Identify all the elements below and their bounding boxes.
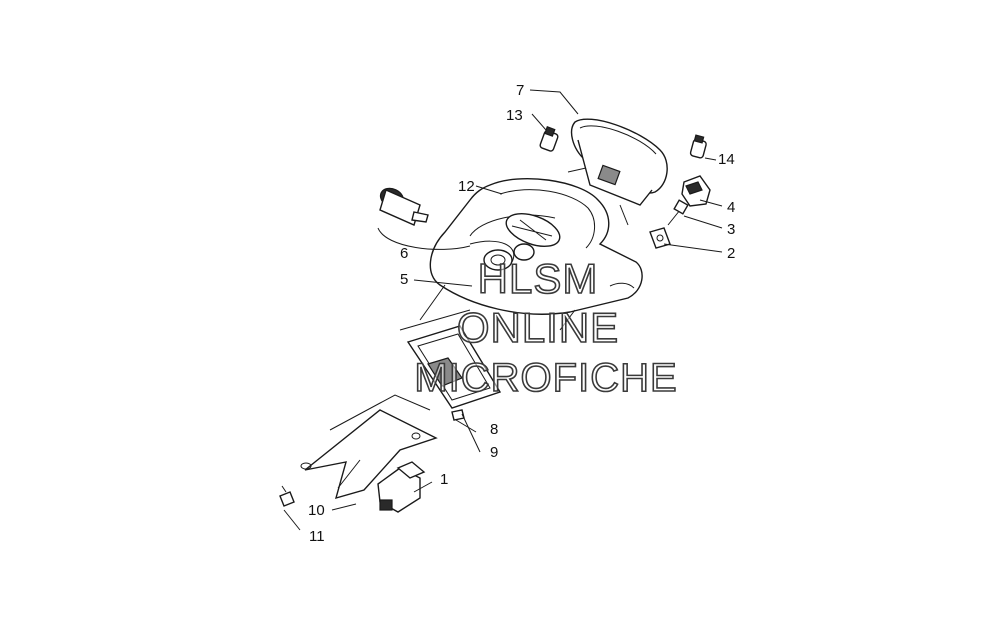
part-14-bulb-socket — [689, 134, 707, 159]
part-5-nut — [483, 243, 535, 271]
callout-13: 13 — [506, 107, 523, 124]
callout-8: 8 — [490, 421, 498, 438]
callout-6: 6 — [400, 245, 408, 262]
callout-labels: 7 13 14 4 3 2 12 6 5 8 9 1 10 11 — [308, 82, 735, 545]
part-1-ignition-switch — [377, 461, 426, 513]
callout-14: 14 — [718, 151, 735, 168]
part-3-key — [667, 199, 689, 226]
part-7-gauge — [567, 118, 668, 226]
callout-5: 5 — [400, 271, 408, 288]
part-8-cover — [399, 309, 502, 409]
callout-4: 4 — [727, 199, 735, 216]
callout-11: 11 — [309, 528, 325, 545]
part-4-switch — [681, 175, 711, 207]
part-2-bezel — [649, 227, 671, 249]
leader-lines — [283, 89, 723, 531]
callout-10: 10 — [308, 502, 325, 519]
callout-3: 3 — [727, 221, 735, 238]
callout-7: 7 — [516, 82, 524, 99]
part-12-pod-housing — [419, 178, 643, 331]
callout-2: 2 — [727, 245, 735, 262]
callout-12: 12 — [458, 178, 475, 195]
part-10-bracket — [300, 394, 438, 500]
callout-1: 1 — [440, 471, 448, 488]
callout-9: 9 — [490, 444, 498, 461]
part-6-power-outlet — [377, 187, 515, 263]
part-13-bulb-socket — [539, 126, 559, 152]
part-11-screw — [279, 485, 295, 507]
